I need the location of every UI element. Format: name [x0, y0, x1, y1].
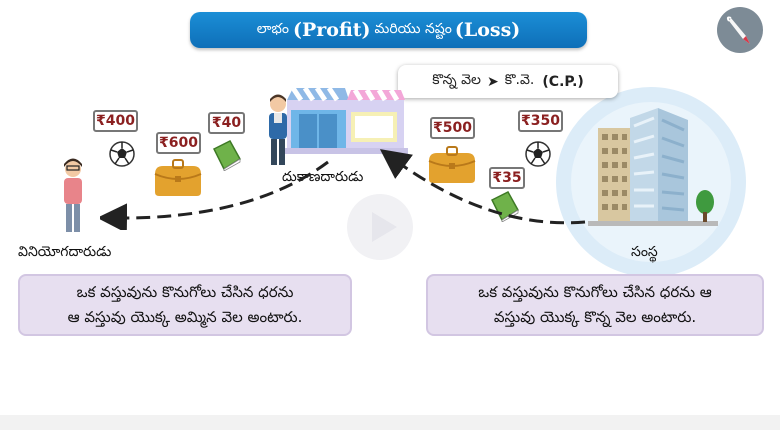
play-icon[interactable]: [345, 192, 415, 262]
shopkeeper-label: దుకాణదారుడు: [282, 169, 364, 185]
shop-icon: [283, 86, 408, 154]
arrow-to-shopkeeper: [380, 149, 586, 225]
bag-icon: [154, 159, 202, 196]
pen-nib-icon: [717, 7, 763, 53]
left-info-line2: ఆ వస్తువు యొక్క అమ్మిన వెల అంటారు.: [67, 308, 303, 326]
company-label: సంస్థ: [631, 244, 658, 260]
right-info-line2: వస్తువు యొక్క కొన్న వెల అంటారు.: [493, 308, 697, 326]
bag-icon: [428, 146, 476, 183]
title-loss: (Loss): [454, 19, 521, 41]
price-tag: ₹40: [208, 112, 245, 134]
right-info-box: ఒక వస్తువును కొనుగోలు చేసిన ధరను ఆ వస్తు…: [426, 274, 764, 336]
cost-price-abbr: కొ.వె.: [504, 72, 535, 88]
title-profit: (Profit): [292, 19, 371, 41]
company-building-icon: [588, 108, 718, 226]
shopkeeper-icon: [269, 94, 287, 165]
football-icon: [109, 141, 135, 167]
arrow-to-consumer: [100, 160, 329, 230]
arrow-right-icon: ➤: [486, 73, 499, 90]
title-bar: లాభం (Profit) మరియు నష్టం (Loss): [190, 12, 587, 48]
bottom-strip: [0, 415, 780, 430]
title-part2: మరియు నష్టం: [374, 20, 452, 37]
cost-price-english: (C.P.): [542, 73, 584, 90]
price-tag: ₹500: [430, 117, 475, 139]
right-info-line1: ఒక వస్తువును కొనుగోలు చేసిన ధరను ఆ: [478, 283, 712, 301]
price-tag: ₹400: [93, 110, 138, 132]
price-tag: ₹600: [156, 132, 201, 154]
consumer-label: వినియోగదారుడు: [18, 244, 112, 260]
cost-price-text: కొన్న వెల: [432, 72, 481, 88]
title-part1: లాభం: [256, 20, 289, 37]
book-icon: [212, 140, 242, 171]
price-tag: ₹35: [489, 167, 525, 189]
football-icon: [525, 141, 551, 167]
left-info-box: ఒక వస్తువును కొనుగోలు చేసిన ధరను ఆ వస్తు…: [18, 274, 352, 336]
cost-price-box: కొన్న వెల ➤ కొ.వె. (C.P.): [398, 65, 618, 98]
price-tag: ₹350: [518, 110, 563, 132]
left-info-line1: ఒక వస్తువును కొనుగోలు చేసిన ధరను: [76, 283, 294, 301]
consumer-icon: [64, 158, 82, 232]
